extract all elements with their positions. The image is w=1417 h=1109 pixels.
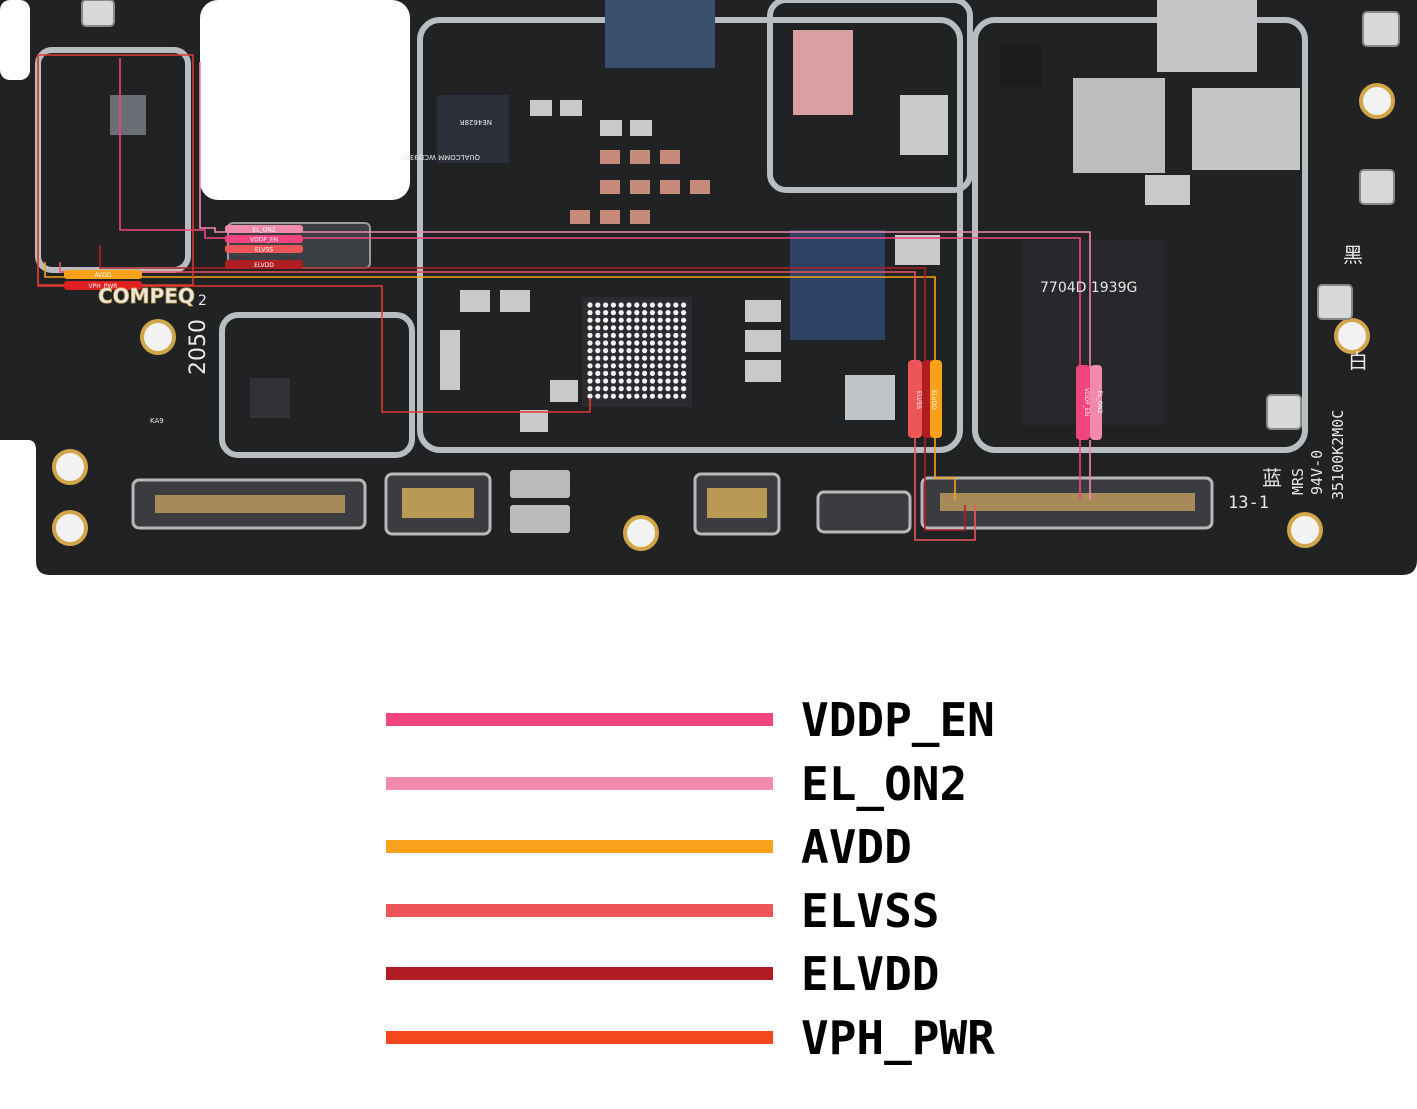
antenna-connector-3 (1359, 169, 1395, 205)
pcb-board-photo: EL_ON2 VDDP_EN ELVSS ELVDD AVDD VPH_PWR … (0, 0, 1417, 575)
pad-avdd (64, 270, 142, 279)
legend-label: VDDP_EN (801, 693, 995, 747)
mount-hole-7 (1334, 318, 1370, 354)
silk-rating: 94V-0 (1308, 450, 1326, 495)
legend-item: EL_ON2 (386, 759, 1086, 809)
legend-swatch-line (386, 903, 773, 917)
antenna-connector-1 (81, 0, 115, 27)
antenna-connector-5 (1266, 394, 1302, 430)
chip-pink-top (793, 30, 853, 115)
pad-label-avdd: AVDD (94, 272, 111, 279)
pad-avdd-vertical (930, 360, 942, 438)
pad-vddp-en-vertical (1076, 365, 1090, 440)
mount-hole-1 (140, 319, 176, 355)
legend-label: ELVDD (801, 947, 940, 1001)
chip-left-ic (110, 95, 146, 135)
mount-hole-3 (52, 510, 88, 546)
silk-hei: 黑 (1343, 243, 1363, 267)
pad-label-elvss: ELVSS (255, 247, 273, 254)
silk-lan: 蓝 (1262, 466, 1282, 490)
pad-el-on2-vertical (1090, 365, 1102, 440)
legend-item: VDDP_EN (386, 695, 1086, 745)
chip-text-mem: 7704D 1939G (1040, 280, 1137, 296)
legend-swatch-line (386, 713, 773, 726)
legend-item: VPH_PWR (386, 1013, 1086, 1063)
silk-code: 2050 (186, 319, 211, 375)
pad-vddp-en (225, 235, 303, 243)
chip-grey-1 (1073, 78, 1165, 173)
legend-item: AVDD (386, 822, 1086, 872)
trace-elvdd (99, 245, 926, 360)
legend-label: AVDD (801, 820, 912, 874)
silk-bai: 白 (1348, 349, 1368, 373)
chip-lower-left (250, 378, 290, 418)
pad-elvss (225, 245, 303, 253)
pcb-board-diagram: EL_ON2 VDDP_EN ELVSS ELVDD AVDD VPH_PWR … (0, 0, 1417, 575)
trace-conn-elvss (914, 438, 976, 541)
trace-vddp-en (119, 58, 1081, 370)
small-switch-1 (510, 470, 570, 498)
shield-frame-top-mid (767, 0, 973, 193)
shield-frame-lower-left (219, 312, 415, 458)
pad-vph-pwr (64, 281, 142, 290)
trace-elvss (59, 262, 916, 360)
chip-right-1 (1000, 45, 1042, 87)
pad-elvss-vertical (908, 360, 922, 438)
chip-grey-2 (1192, 88, 1300, 170)
trace-conn-avdd (934, 438, 956, 500)
chip-grey-4 (900, 95, 948, 155)
pad-label-vddp-en-vertical: VDDP_EN (1083, 388, 1090, 416)
board-cutout-notch (0, 0, 30, 80)
legend-swatch-line (386, 776, 773, 790)
silk-serial: 35100K2M0C (1329, 410, 1347, 500)
fpc-connector-4 (816, 490, 912, 534)
chip-text-wcd: QUALCOMM WCD9380 (401, 153, 480, 161)
trace-conn-elvdd (924, 438, 966, 531)
chip-grey-5 (845, 375, 895, 420)
chip-wcd (437, 95, 509, 163)
pad-el-on2 (225, 225, 303, 233)
mount-hole-4 (623, 515, 659, 551)
mount-hole-2 (52, 449, 88, 485)
legend-swatch-line (386, 1030, 773, 1044)
pad-label-elvdd: ELVDD (254, 262, 274, 269)
silk-compeq: COMPEQ (98, 284, 195, 308)
mount-hole-6 (1287, 512, 1323, 548)
chip-top-blue (605, 0, 715, 68)
legend-swatch-line (386, 967, 773, 980)
chip-text-ka: KA9 (150, 417, 164, 425)
board-cutout-top (200, 0, 410, 200)
pad-label-elvss-vertical: ELVSS (915, 391, 922, 409)
pad-label-vddp-en: VDDP_EN (250, 237, 278, 244)
small-switch-2 (510, 505, 570, 533)
silk-mrs: MRS (1289, 468, 1307, 495)
antenna-connector-2 (1362, 11, 1400, 47)
legend-label: EL_ON2 (801, 756, 968, 811)
silk-code-sub: 2 (198, 293, 207, 309)
trace-avdd (44, 262, 936, 360)
legend-item: ELVSS (386, 886, 1086, 936)
pad-label-vph-pwr: VPH_PWR (89, 283, 118, 290)
legend-label: VPH_PWR (801, 1010, 995, 1065)
mount-hole-5 (1359, 83, 1395, 119)
pad-label-el-on2: EL_ON2 (252, 227, 275, 234)
legend-label: ELVSS (801, 883, 940, 938)
silk-batch: 13-1 (1228, 493, 1269, 513)
shield-frame-right (972, 17, 1308, 453)
pad-label-el-on2-vertical: EL_ON2 (1096, 390, 1103, 413)
trace-el-on2 (199, 62, 1091, 370)
chip-blue-mid (790, 230, 885, 340)
antenna-connector-4 (1317, 284, 1353, 320)
legend-swatch-line (386, 840, 773, 853)
legend-item: ELVDD (386, 949, 1086, 999)
bga-ball-grid (587, 302, 687, 399)
pad-elvdd (225, 260, 303, 269)
pad-label-elvdd-vertical: ELVDD (930, 390, 937, 410)
chip-grey-3 (1157, 0, 1257, 72)
chip-text-ne: NE4628R (460, 118, 492, 126)
